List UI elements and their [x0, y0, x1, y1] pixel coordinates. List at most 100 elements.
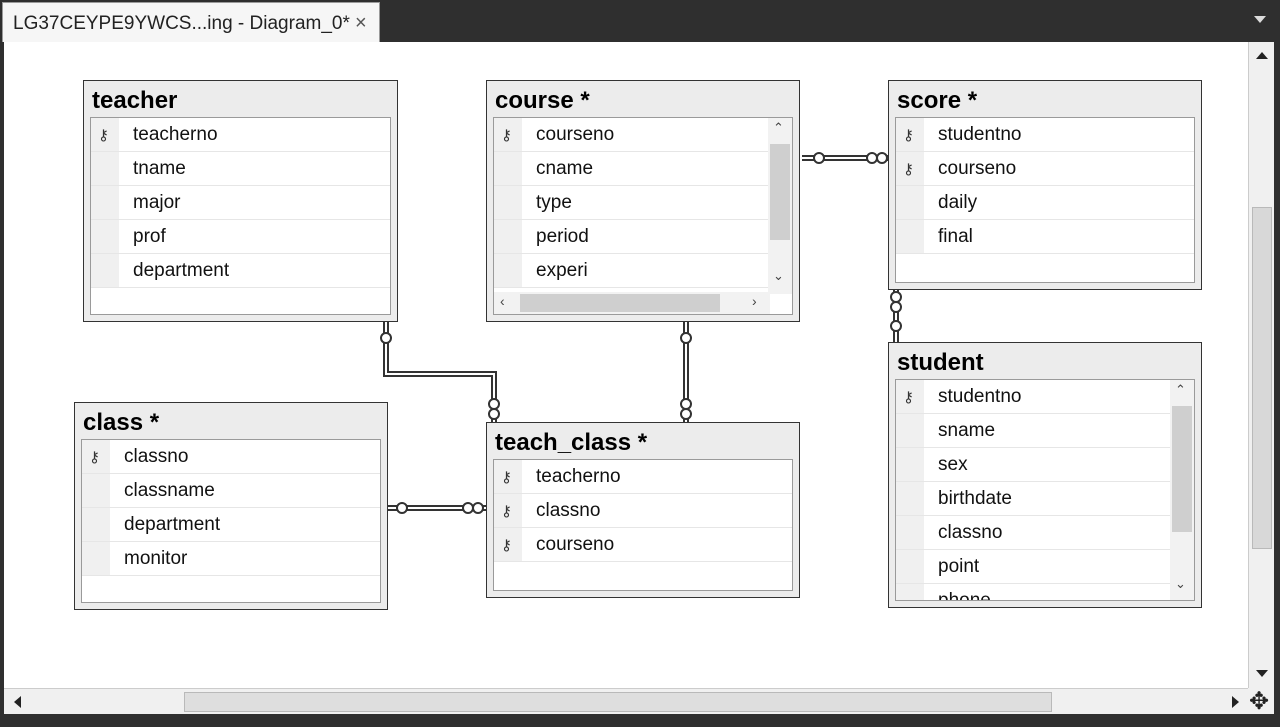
column-name: classname	[124, 480, 215, 501]
key-icon: ⚷	[98, 127, 109, 144]
table-course[interactable]: course * ⚷ courseno cname type period exp…	[486, 80, 800, 322]
key-icon: ⚷	[89, 449, 100, 466]
column-row[interactable]: sex	[896, 448, 1172, 482]
scroll-left-icon[interactable]	[14, 696, 21, 708]
column-row[interactable]: monitor	[82, 542, 380, 576]
column-row[interactable]: major	[91, 186, 390, 220]
column-row[interactable]: ⚷courseno	[494, 528, 792, 562]
scroll-down-icon[interactable]: ⌄	[773, 268, 784, 283]
column-name: cname	[536, 158, 594, 179]
table-title: teach_class *	[495, 429, 648, 456]
move-icon[interactable]: ✥	[1248, 688, 1274, 715]
key-icon: ⚷	[501, 127, 512, 144]
diagram-canvas[interactable]: teacher ⚷ teacherno tname major prof depa…	[4, 42, 1248, 688]
column-name: final	[938, 226, 973, 247]
key-icon: ⚷	[903, 161, 914, 178]
column-row[interactable]: prof	[91, 220, 390, 254]
scroll-up-icon[interactable]: ⌃	[773, 120, 784, 135]
column-row[interactable]: birthdate	[896, 482, 1172, 516]
column-row[interactable]: ⚷ studentno	[896, 118, 1194, 152]
column-name: courseno	[536, 124, 615, 145]
scroll-down-icon[interactable]: ⌄	[1175, 576, 1186, 591]
horizontal-scrollbar[interactable]: ‹ ›	[494, 292, 770, 314]
vertical-scrollbar[interactable]: ⌃ ⌄	[768, 118, 792, 294]
column-name: period	[536, 226, 589, 247]
column-name: studentno	[938, 386, 1022, 407]
column-name: phone	[938, 590, 991, 601]
column-row[interactable]: ⚷ classno	[82, 440, 380, 474]
column-row[interactable]: tname	[91, 152, 390, 186]
close-icon[interactable]: ×	[355, 12, 367, 34]
key-icon: ⚷	[501, 537, 512, 554]
document-tab[interactable]: LG37CEYPE9YWCS...ing - Diagram_0* ×	[2, 2, 380, 42]
table-title: score *	[897, 87, 978, 114]
column-row[interactable]: sname	[896, 414, 1172, 448]
table-class[interactable]: class * ⚷ classno classname department mo…	[74, 402, 388, 610]
column-name: teacherno	[133, 124, 218, 145]
column-row[interactable]: ⚷ studentno	[896, 380, 1172, 414]
column-row[interactable]: type	[494, 186, 770, 220]
column-name: sname	[938, 420, 996, 441]
column-row[interactable]: final	[896, 220, 1194, 254]
scroll-thumb[interactable]	[1252, 207, 1272, 549]
scroll-up-icon[interactable]: ⌃	[1175, 382, 1186, 397]
table-title: teacher	[92, 87, 178, 114]
column-row[interactable]: ⚷ teacherno	[91, 118, 390, 152]
scroll-down-icon[interactable]	[1256, 670, 1268, 677]
table-teach-class[interactable]: teach_class * ⚷ teacherno ⚷ classno ⚷cours…	[486, 422, 800, 598]
column-name: major	[133, 192, 181, 213]
chevron-down-icon[interactable]	[1254, 16, 1266, 23]
column-name: classno	[938, 522, 1003, 543]
table-title: student	[897, 349, 984, 376]
table-student[interactable]: student ⚷ studentno sname sex birthdate c…	[888, 342, 1202, 608]
column-row[interactable]: period	[494, 220, 770, 254]
column-name: birthdate	[938, 488, 1012, 509]
scroll-right-icon[interactable]	[1232, 696, 1239, 708]
table-score[interactable]: score * ⚷ studentno ⚷ courseno daily final	[888, 80, 1202, 290]
key-icon: ⚷	[903, 389, 914, 406]
table-teacher[interactable]: teacher ⚷ teacherno tname major prof depa…	[83, 80, 398, 322]
column-row[interactable]: ⚷ courseno	[494, 118, 770, 152]
column-row[interactable]: department	[91, 254, 390, 288]
column-name: teacherno	[536, 466, 621, 487]
canvas-horizontal-scrollbar[interactable]	[4, 688, 1248, 714]
column-row[interactable]: phone	[896, 584, 1172, 601]
column-name: point	[938, 556, 980, 577]
column-name: department	[133, 260, 230, 281]
column-row[interactable]: classno	[896, 516, 1172, 550]
column-row[interactable]: experi	[494, 254, 770, 288]
column-row[interactable]: ⚷ courseno	[896, 152, 1194, 186]
scroll-thumb[interactable]	[184, 692, 1052, 712]
scroll-right-icon[interactable]: ›	[752, 293, 757, 309]
column-name: daily	[938, 192, 978, 213]
tab-title: LG37CEYPE9YWCS...ing - Diagram_0*	[13, 13, 350, 34]
column-row[interactable]: cname	[494, 152, 770, 186]
column-name: courseno	[938, 158, 1017, 179]
column-name: department	[124, 514, 221, 535]
table-title: class *	[83, 409, 160, 436]
column-name: classno	[536, 500, 601, 521]
column-row[interactable]: department	[82, 508, 380, 542]
column-name: tname	[133, 158, 186, 179]
column-row[interactable]: ⚷ classno	[494, 494, 792, 528]
column-name: classno	[124, 446, 189, 467]
table-title: course *	[495, 87, 590, 114]
column-name: studentno	[938, 124, 1022, 145]
scroll-up-icon[interactable]	[1256, 52, 1268, 59]
key-icon: ⚷	[501, 469, 512, 486]
vertical-scrollbar[interactable]: ⌃ ⌄	[1170, 380, 1194, 600]
scroll-left-icon[interactable]: ‹	[500, 293, 505, 309]
column-name: type	[536, 192, 572, 213]
column-name: sex	[938, 454, 968, 475]
column-row[interactable]: classname	[82, 474, 380, 508]
relationship-lines	[380, 152, 902, 514]
column-name: prof	[133, 226, 166, 247]
column-row[interactable]: daily	[896, 186, 1194, 220]
key-icon: ⚷	[903, 127, 914, 144]
column-row[interactable]: point	[896, 550, 1172, 584]
column-row[interactable]: ⚷ teacherno	[494, 460, 792, 494]
column-name: experi	[536, 260, 588, 281]
key-icon: ⚷	[501, 503, 512, 520]
canvas-vertical-scrollbar[interactable]	[1248, 42, 1274, 688]
